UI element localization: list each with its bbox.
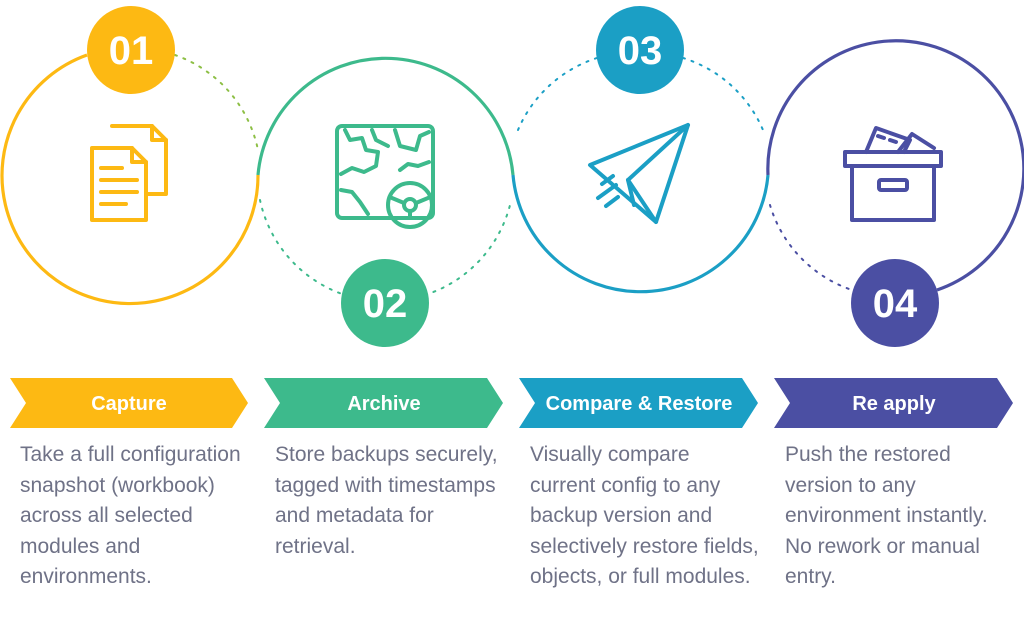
step-4-description: Push the restored version to any environ… <box>785 443 988 588</box>
step-3-number: 03 <box>618 29 663 73</box>
step-1-number: 01 <box>109 29 154 73</box>
step-3-dotted-arc-right <box>682 57 766 136</box>
step-4-number: 04 <box>873 282 918 326</box>
step-3-dotted-arc-left <box>517 57 598 131</box>
step-2-badge: 02 <box>341 259 429 347</box>
step-2-title: Archive <box>347 393 420 415</box>
step-4-ring <box>766 39 1024 292</box>
gears-map-icon <box>335 124 435 229</box>
step-3-description: Visually compare current config to any b… <box>530 443 759 588</box>
step-1-dotted-arc <box>174 54 259 151</box>
step-2-ring <box>256 56 515 176</box>
step-4-dotted-arc <box>769 204 853 291</box>
step-2-dotted-arc-left <box>259 199 346 296</box>
archive-box-icon <box>843 126 943 222</box>
step-1-description: Take a full configuration snapshot (work… <box>20 443 241 588</box>
step-1-title: Capture <box>91 393 167 415</box>
step-1-ring <box>0 53 260 306</box>
paper-plane-icon <box>588 123 690 224</box>
step-2-dotted-arc-right <box>424 204 511 296</box>
step-4-title: Re apply <box>852 393 936 415</box>
step-2-number: 02 <box>363 282 408 326</box>
step-1-chevron: Capture <box>10 378 248 428</box>
step-4-chevron: Re apply <box>774 378 1013 428</box>
step-4-badge: 04 <box>851 259 939 347</box>
step-3-title: Compare & Restore <box>546 393 733 415</box>
step-3-ring <box>511 174 770 294</box>
step-2-description: Store backups securely, tagged with time… <box>275 443 498 558</box>
step-3-badge: 03 <box>596 6 684 94</box>
step-1-badge: 01 <box>87 6 175 94</box>
step-2-chevron: Archive <box>264 378 503 428</box>
step-3-chevron: Compare & Restore <box>519 378 758 428</box>
documents-icon <box>90 124 168 222</box>
